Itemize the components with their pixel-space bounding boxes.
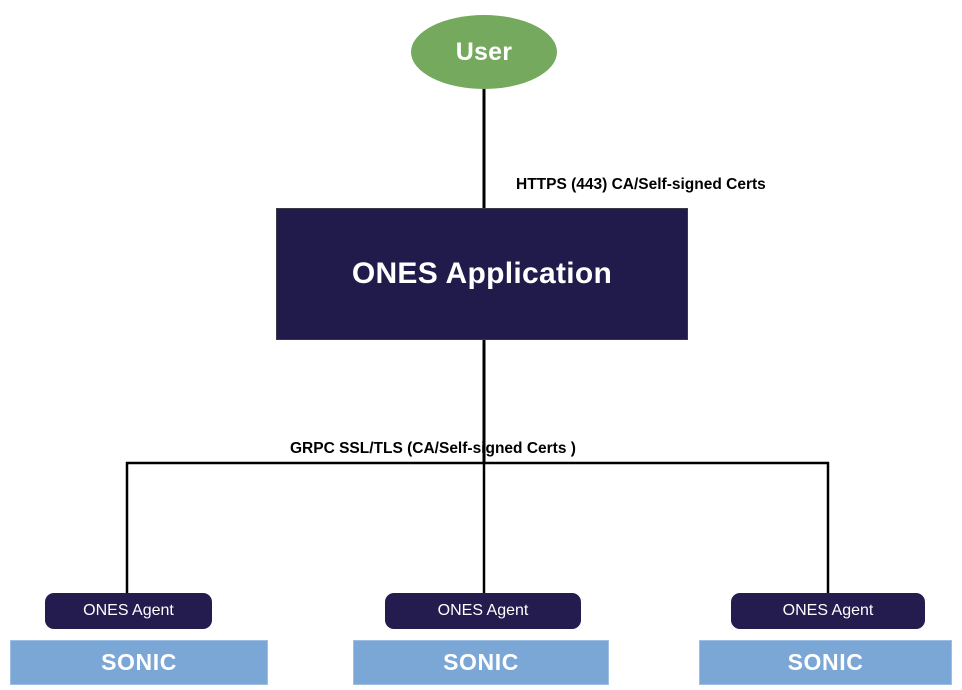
node-sonic-1[interactable]: SONIC <box>10 640 268 685</box>
node-ones-agent-2-label: ONES Agent <box>437 602 529 619</box>
node-ones-agent-3[interactable]: ONES Agent <box>731 593 925 629</box>
node-ones-agent-2[interactable]: ONES Agent <box>385 593 581 629</box>
node-user-label: User <box>455 37 513 66</box>
node-user[interactable]: User <box>411 15 557 89</box>
node-sonic-2-label: SONIC <box>443 649 519 675</box>
node-ones-agent-3-label: ONES Agent <box>782 602 874 619</box>
edge-label-https-line1: HTTPS (443) CA/Self-signed Certs <box>516 176 766 194</box>
node-sonic-2[interactable]: SONIC <box>353 640 609 685</box>
node-sonic-1-label: SONIC <box>101 649 177 675</box>
node-sonic-3-label: SONIC <box>787 649 864 675</box>
node-ones-agent-1[interactable]: ONES Agent <box>45 593 212 629</box>
edge-label-grpc-line1: GRPC SSL/TLS (CA/Self-signed Certs ) <box>290 440 576 458</box>
edge-label-application-to-agents: GRPC SSL/TLS (CA/Self-signed Certs ) <box>290 389 576 509</box>
node-ones-agent-1-label: ONES Agent <box>83 602 174 619</box>
node-sonic-3[interactable]: SONIC <box>699 640 952 685</box>
node-ones-application[interactable]: ONES Application <box>276 208 688 340</box>
node-ones-application-label: ONES Application <box>351 257 613 290</box>
